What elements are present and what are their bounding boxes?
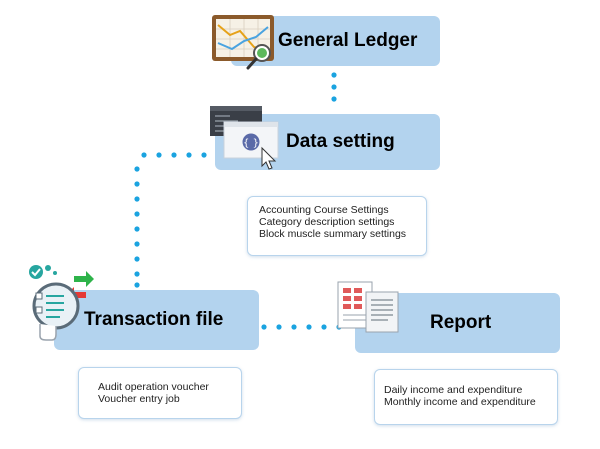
transaction-file-label: Transaction file bbox=[84, 309, 224, 330]
code-window-icon: { } bbox=[210, 106, 279, 170]
note-item: Category description settings bbox=[259, 216, 395, 228]
note-item: Daily income and expenditure bbox=[384, 384, 523, 396]
general-ledger-label: General Ledger bbox=[278, 30, 418, 51]
note-item: Accounting Course Settings bbox=[259, 204, 389, 216]
note-item: Monthly income and expenditure bbox=[384, 396, 536, 408]
transaction-file-notes: Audit operation voucher Voucher entry jo… bbox=[78, 367, 242, 419]
note-item: Voucher entry job bbox=[98, 393, 180, 405]
report-documents-icon bbox=[337, 281, 399, 333]
report-label: Report bbox=[430, 312, 492, 333]
data-setting-notes: Accounting Course Settings Category desc… bbox=[247, 196, 427, 256]
chart-board-icon bbox=[212, 15, 274, 70]
report-notes: Daily income and expenditure Monthly inc… bbox=[374, 369, 558, 425]
note-item: Audit operation voucher bbox=[98, 381, 209, 393]
transaction-file-node: Transaction file bbox=[54, 290, 259, 350]
checklist-icon bbox=[29, 265, 94, 341]
note-item: Block muscle summary settings bbox=[259, 228, 407, 240]
svg-text:{ }: { } bbox=[243, 138, 259, 149]
data-setting-label: Data setting bbox=[286, 131, 395, 152]
